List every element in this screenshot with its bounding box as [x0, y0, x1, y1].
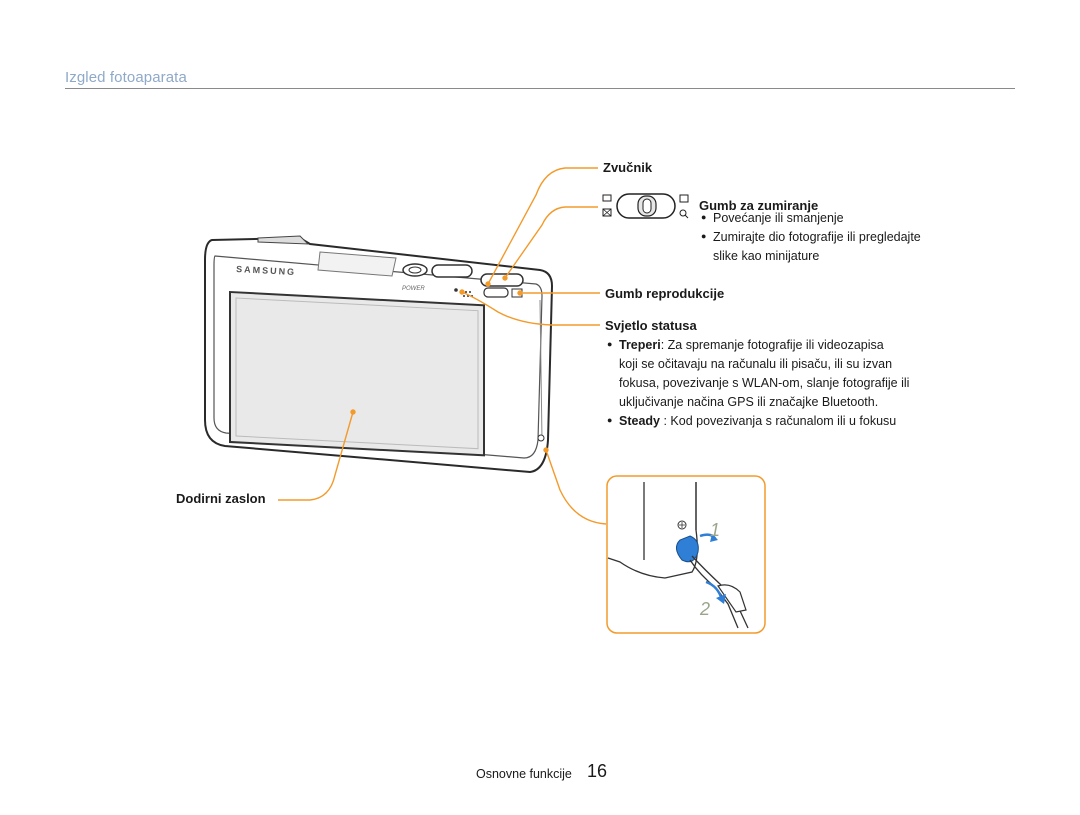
bullet-icon: ●: [701, 231, 707, 241]
callout-lines: [278, 167, 607, 525]
page-number: 16: [587, 761, 608, 781]
bullet-icon: ●: [607, 415, 613, 425]
steady-term: Steady: [619, 414, 660, 428]
blink-term: Treperi: [619, 338, 661, 352]
zoom-bullet-1: Povećanje ili smanjenje: [713, 211, 844, 225]
touch-screen-label: Dodirni zaslon: [176, 491, 266, 506]
zoom-bullet-2: Zumirajte dio fotografije ili pregledajt…: [713, 230, 921, 244]
steady-text: : Kod povezivanja s računalom ili u foku…: [660, 414, 897, 428]
status-light-label: Svjetlo statusa: [605, 318, 697, 333]
status-blink-line-3: fokusa, povezivanje s WLAN-om, slanje fo…: [619, 376, 910, 390]
camera-brand: SAMSUNG: [236, 264, 296, 277]
section-title: Izgled fotoaparata: [65, 69, 187, 86]
blink-text: : Za spremanje fotografije ili videozapi…: [660, 338, 884, 352]
camera-body: SAMSUNG POWER: [204, 235, 554, 474]
speaker-label: Zvučnik: [603, 160, 653, 175]
status-blink-line-2: koji se očitavaju na računalu ili pisaču…: [619, 357, 893, 371]
zoom-button-label: Gumb za zumiranje: [699, 198, 819, 213]
strap-inset: [606, 475, 766, 634]
strap-step-2: 2: [699, 599, 710, 619]
bullet-icon: ●: [701, 212, 707, 222]
zoom-bullet-2-cont: slike kao minijature: [713, 249, 820, 263]
bullet-icon: ●: [607, 339, 613, 349]
power-label: POWER: [402, 286, 425, 292]
status-blink-line: Treperi: Za spremanje fotografije ili vi…: [619, 336, 884, 355]
status-steady-line: Steady : Kod povezivanja s računalom ili…: [619, 412, 896, 431]
title-divider: [65, 88, 1015, 89]
footer-section-label: Osnovne funkcije: [476, 767, 572, 781]
strap-step-1: 1: [710, 520, 720, 540]
playback-button-label: Gumb reprodukcije: [605, 286, 725, 301]
zoom-lever-icon: [602, 193, 689, 219]
status-blink-line-4: uključivanje načina GPS ili značajke Blu…: [619, 395, 879, 409]
